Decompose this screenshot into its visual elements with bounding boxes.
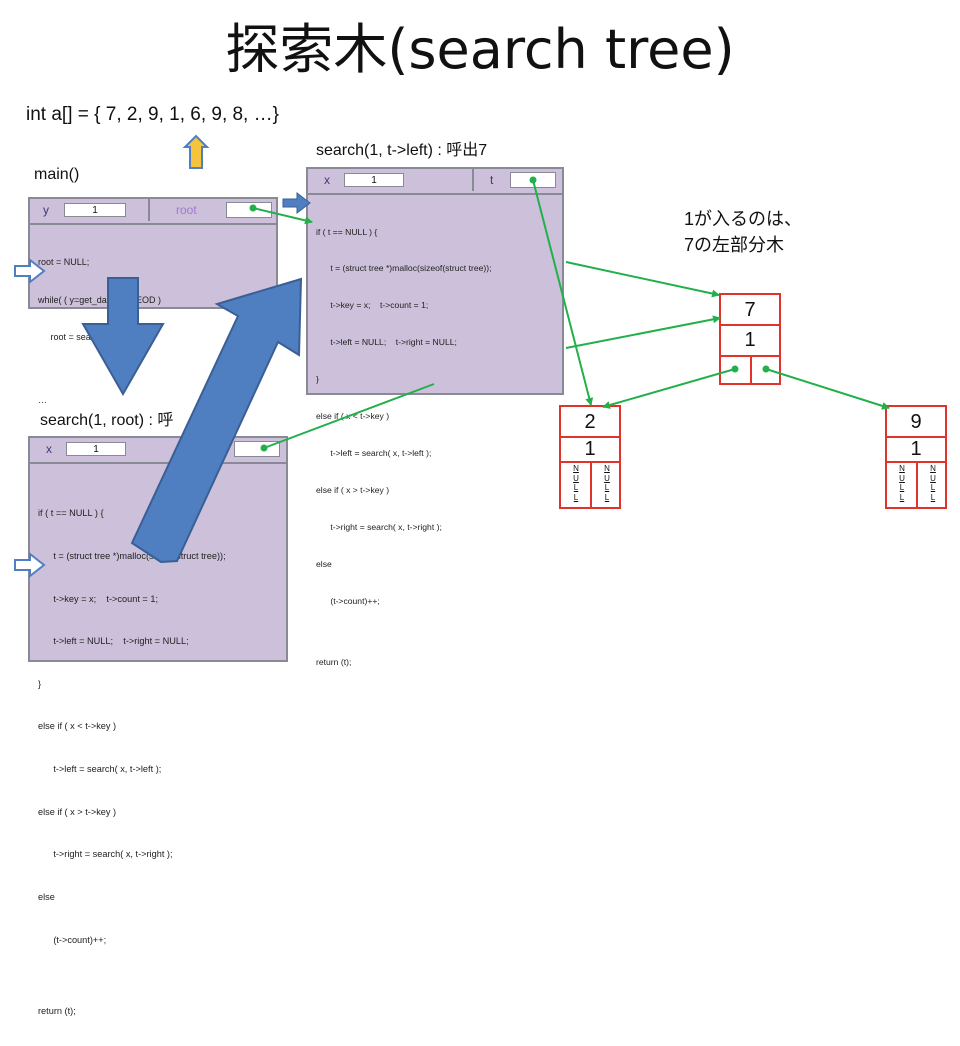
- node-divider: [721, 324, 779, 326]
- node-divider: [561, 436, 619, 438]
- code-line: else if ( x < t->key ): [38, 721, 117, 732]
- node-key: 9: [910, 411, 922, 433]
- code-line: else: [316, 558, 332, 569]
- blue-right-arrow-icon: [14, 551, 46, 579]
- node-pointer-divider: [916, 461, 918, 509]
- pointer-line: [532, 179, 594, 406]
- yellow-up-arrow-icon: [182, 134, 210, 169]
- node-pointer-divider: [590, 461, 592, 509]
- main-label: main(): [34, 166, 80, 183]
- var-y-label: y: [43, 203, 49, 217]
- pointer-dot: [762, 365, 770, 373]
- search-root-label: search(1, root) : 呼: [40, 412, 174, 429]
- pointer-line: [602, 368, 736, 409]
- var-root-label: root: [176, 203, 197, 217]
- main-frame: y 1 root root = NULL; while( ( y=get_dat…: [28, 197, 278, 405]
- pointer-dot: [731, 365, 739, 373]
- node-count: 1: [744, 329, 756, 351]
- code-line: t->right = search( x, t->right );: [38, 849, 173, 860]
- code-line: t->key = x; t->count = 1;: [38, 593, 159, 604]
- node-pointer-divider: [750, 355, 752, 385]
- code-line: (t->count)++;: [38, 934, 107, 945]
- array-initializer: int a[] = { 7, 2, 9, 1, 6, 9, 8, …}: [26, 104, 279, 125]
- code-line: if ( t == NULL ) {: [38, 508, 104, 519]
- node-key: 7: [744, 299, 756, 321]
- code-line: }: [38, 678, 42, 689]
- code-line: else if ( x > t->key ): [38, 806, 117, 817]
- blue-right-arrow-icon: [282, 191, 311, 215]
- code-line: t->left = NULL; t->right = NULL;: [316, 337, 457, 348]
- pointer-dot: [249, 204, 257, 212]
- var-t-label: t: [490, 173, 494, 187]
- var-y-value: 1: [64, 203, 126, 217]
- big-diagonal-arrow-icon: [130, 277, 303, 564]
- pointer-dot: [529, 176, 537, 184]
- blue-right-arrow-icon: [14, 257, 46, 285]
- code-line: (t->count)++;: [316, 595, 380, 606]
- root-pointer-box: [226, 202, 272, 218]
- diagram-overlay: [14, 134, 890, 579]
- search-root-frame-header: x 1: [30, 438, 286, 464]
- code-line: t->key = x; t->count = 1;: [316, 300, 429, 311]
- code-line: return (t);: [316, 656, 352, 667]
- code-line: else: [38, 891, 55, 902]
- var-x-value: 1: [66, 442, 126, 456]
- code-line: root = NULL;: [38, 257, 90, 267]
- pointer-line: [252, 207, 313, 225]
- t-pointer-box: [234, 441, 280, 457]
- code-line: t->left = search( x, t->left );: [38, 764, 162, 775]
- code-line: …: [38, 394, 47, 405]
- code-line: return (t);: [38, 1005, 76, 1016]
- main-header-divider: [148, 199, 150, 221]
- pointer-dot: [260, 444, 268, 452]
- node-count: 1: [584, 438, 596, 460]
- note-line-2: 7の左部分木: [684, 235, 785, 255]
- search-left-label: search(1, t->left) : 呼出7: [316, 142, 488, 159]
- pointer-line: [565, 261, 720, 298]
- code-line: t->right = search( x, t->right );: [316, 521, 442, 532]
- pointer-line: [765, 368, 890, 410]
- node-key: 2: [584, 411, 596, 433]
- search-left-code: if ( t == NULL ) { t = (struct tree *)ma…: [316, 201, 492, 693]
- big-down-arrow-icon: [81, 277, 165, 397]
- code-line: else if ( x > t->key ): [316, 484, 390, 495]
- pointer-line: [263, 383, 435, 449]
- page-title: 探索木(search tree): [225, 18, 735, 81]
- search-left-frame: x 1 t if ( t == NULL ) { t = (struct tre…: [306, 167, 564, 667]
- code-line: t->left = NULL; t->right = NULL;: [38, 636, 189, 647]
- node-count: 1: [910, 438, 922, 460]
- code-line: t = (struct tree *)malloc(sizeof(struct …: [316, 263, 492, 274]
- var-x-value: 1: [344, 173, 404, 187]
- note-line-1: 1が入るのは、: [684, 209, 803, 229]
- var-x-label: x: [46, 442, 52, 456]
- code-line: }: [316, 374, 319, 385]
- pointer-line: [565, 315, 721, 349]
- node-divider: [887, 436, 945, 438]
- search-left-header-divider: [472, 169, 474, 191]
- main-frame-header: y 1 root: [30, 199, 276, 225]
- code-line: t->left = search( x, t->left );: [316, 447, 432, 458]
- var-x-label: x: [324, 173, 330, 187]
- code-line: if ( t == NULL ) {: [316, 226, 378, 237]
